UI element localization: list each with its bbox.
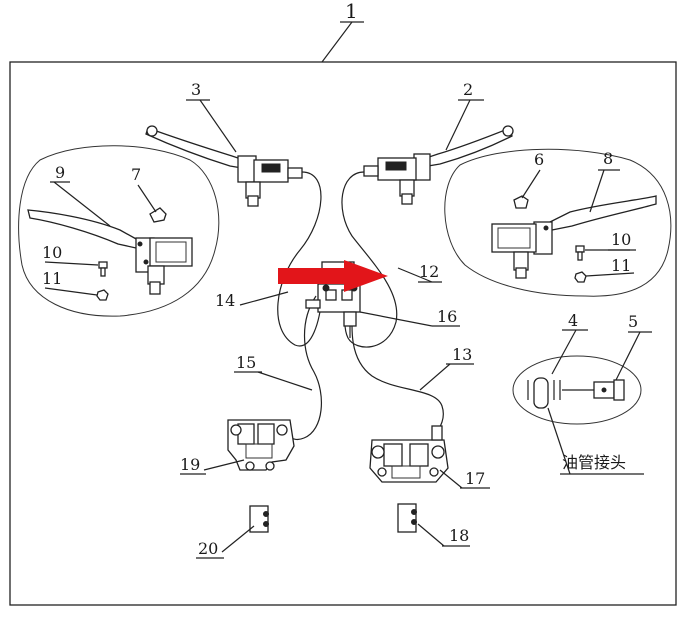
label-12: 12 [419,262,439,281]
part-11-nut [96,289,109,301]
label-1: 1 [345,0,358,23]
part-17-right-caliper [369,425,449,483]
label-19: 19 [180,455,200,474]
part-18-pad-clip [397,503,417,533]
label-11-left: 11 [42,269,62,288]
right-lever-assembly [491,195,657,279]
label-6: 6 [534,150,544,169]
label-17: 17 [465,469,485,488]
label-7: 7 [131,165,141,184]
diagram-frame [9,61,677,606]
part-20-pad-clip [249,505,269,533]
hose-fitting-parts [527,377,625,409]
hose-13 [351,297,444,433]
label-16: 16 [437,307,457,326]
label-4: 4 [568,311,578,330]
label-3: 3 [191,80,201,99]
part-11-nut-right [574,271,587,283]
label-15: 15 [236,353,256,372]
part-10-bolt [98,261,108,277]
hose-14 [277,171,323,347]
label-18: 18 [449,526,469,545]
label-8: 8 [603,149,613,168]
hose-12 [341,171,398,348]
left-lever-assembly [27,209,193,295]
label-14: 14 [215,291,235,310]
label-9: 9 [55,163,65,182]
fitting-annotation-label: 油管接头 [562,453,626,472]
label-20: 20 [198,539,218,558]
part-10-bolt-right [575,245,585,261]
part-6-clip [513,195,529,209]
left-lever-cloud [18,145,220,317]
hose-15 [286,295,323,440]
label-2: 2 [463,80,473,99]
label-10-left: 10 [42,243,62,262]
right-lever-cloud [444,148,672,297]
label-5: 5 [628,312,638,331]
part-7-clip [149,207,167,223]
part-2-right-master-cylinder [363,125,514,205]
fitting-detail-ellipse [512,355,642,425]
label-10-right: 10 [611,230,631,249]
label-13: 13 [452,345,472,364]
highlight-arrow [278,260,388,292]
part-3-left-master-cylinder [145,125,303,207]
part-19-left-caliper [227,419,295,471]
label-11-right: 11 [611,256,631,275]
